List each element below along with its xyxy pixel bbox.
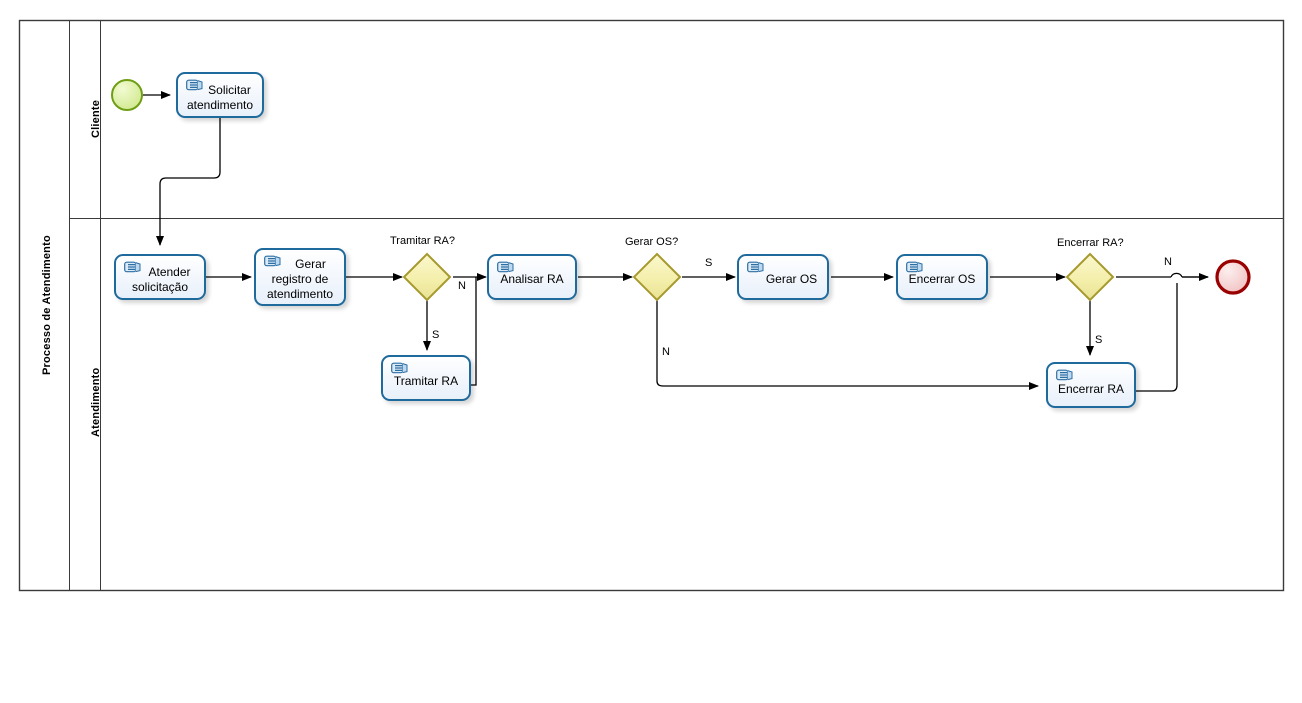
manual-task-icon: [391, 362, 408, 374]
flow-gerar-os-gw-n-to-encerrar-ra: [656, 300, 1039, 390]
flow-label-gerar-os-n: N: [662, 346, 670, 358]
flow-encerrar-ra-to-end: [1133, 283, 1178, 392]
manual-task-icon: [1056, 369, 1073, 381]
flow-label-gerar-os-s: S: [705, 257, 713, 269]
lane-title-cliente: Cliente: [90, 99, 102, 138]
flow-label-tramitar-s: S: [432, 329, 440, 341]
task-label-line2: atendimento: [186, 98, 254, 112]
task-label-line1: Solicitar: [208, 83, 251, 97]
flow-label-encerrar-s: S: [1095, 334, 1103, 346]
task-solicitar-atendimento[interactable]: Solicitar atendimento: [176, 72, 264, 118]
task-label-line2: registro de: [271, 272, 329, 286]
manual-task-icon: [264, 255, 281, 267]
manual-task-icon: [747, 261, 764, 273]
gateway-encerrar-ra[interactable]: [1065, 252, 1115, 302]
flow-label-tramitar-n: N: [458, 280, 466, 292]
task-label-line1: Encerrar RA: [1057, 382, 1125, 396]
task-label-line1: Atender: [148, 265, 191, 279]
flow-tramitar-ra-to-analisar: [471, 277, 477, 386]
task-gerar-os[interactable]: Gerar OS: [737, 254, 829, 300]
task-encerrar-os[interactable]: Encerrar OS: [896, 254, 988, 300]
flow-line-jump: [1170, 272, 1183, 278]
gateway-tramitar-ra[interactable]: [402, 252, 452, 302]
task-gerar-registro-de-atendimento[interactable]: Gerar registro de atendimento: [254, 248, 346, 306]
gateway-label-tramitar-ra: Tramitar RA?: [390, 235, 455, 247]
task-analisar-ra[interactable]: Analisar RA: [487, 254, 577, 300]
task-label-line3: atendimento: [266, 287, 334, 301]
start-event[interactable]: [111, 79, 143, 111]
lane-dividers: [69, 20, 1284, 591]
end-event[interactable]: [1215, 259, 1251, 295]
lane-title-atendimento: Atendimento: [90, 367, 102, 437]
task-encerrar-ra[interactable]: Encerrar RA: [1046, 362, 1136, 408]
task-label-line2: solicitação: [131, 280, 189, 294]
pool-frame: [18, 19, 1285, 592]
flow-label-encerrar-n: N: [1164, 256, 1172, 268]
task-label-line1: Analisar RA: [500, 272, 564, 286]
flow-solicitar-to-atender: [156, 118, 221, 246]
gateway-gerar-os[interactable]: [632, 252, 682, 302]
sequence-flows: [143, 91, 1209, 392]
manual-task-icon: [186, 79, 203, 91]
task-atender-solicitacao[interactable]: Atender solicitação: [114, 254, 206, 300]
manual-task-icon: [497, 261, 514, 273]
manual-task-icon: [906, 261, 923, 273]
pool-title: Processo de Atendimento: [41, 235, 53, 375]
task-label-line1: Gerar OS: [765, 272, 818, 286]
task-label-line1: Tramitar RA: [393, 374, 459, 388]
task-label-line1: Gerar: [295, 257, 326, 271]
gateway-label-encerrar-ra: Encerrar RA?: [1057, 237, 1124, 249]
task-tramitar-ra[interactable]: Tramitar RA: [381, 355, 471, 401]
manual-task-icon: [124, 261, 141, 273]
gateway-label-gerar-os: Gerar OS?: [625, 236, 679, 248]
task-label-line1: Encerrar OS: [908, 272, 976, 286]
